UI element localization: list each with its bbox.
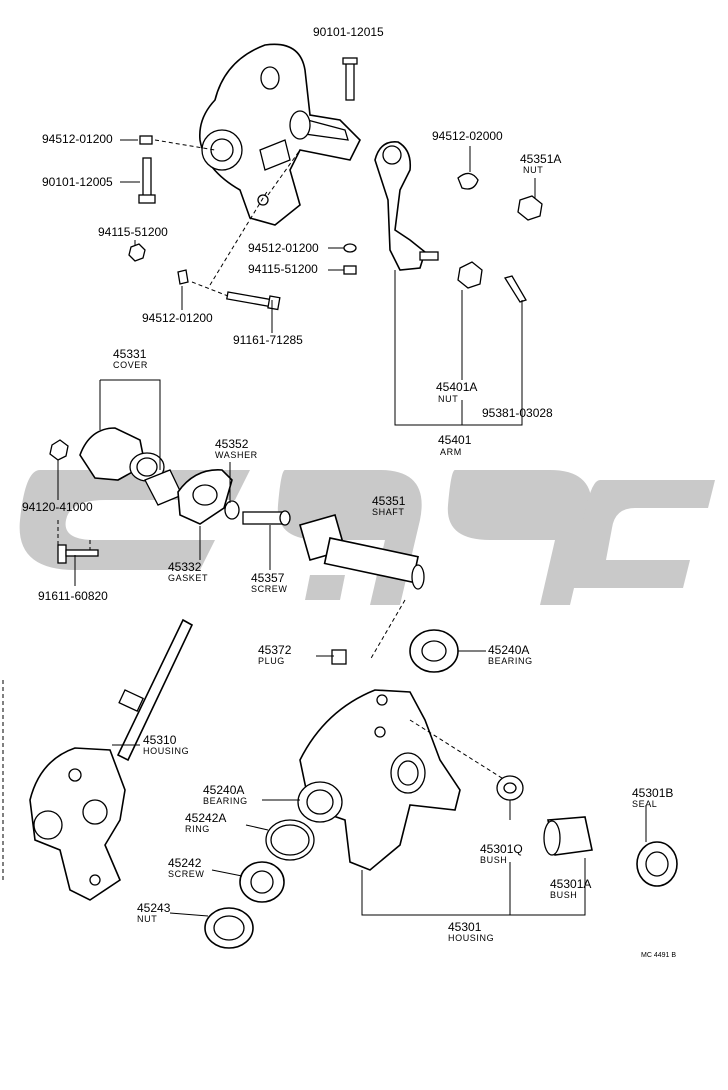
lock-nut-45243: [204, 907, 254, 949]
label-45401: 45401: [438, 433, 472, 447]
pitman-arm: [374, 141, 439, 271]
label-45242A-name: RING: [185, 824, 210, 834]
steering-column-assembly-45310: [29, 618, 194, 901]
label-45301Q: 45301Q: [480, 842, 523, 856]
label-45332: 45332: [168, 560, 202, 574]
label-94115-51200-b: 94115-51200: [248, 262, 318, 276]
bolt-90101-12005: [138, 157, 156, 204]
label-94512-01200-b: 94512-01200: [142, 311, 213, 325]
label-45401A-name: NUT: [438, 394, 458, 404]
bearing-45240A-upper: [409, 629, 459, 673]
label-94512-02000: 94512-02000: [432, 129, 503, 143]
adjust-screw-45242: [239, 861, 285, 903]
nut-94120-41000: [49, 439, 69, 461]
label-45401A: 45401A: [436, 380, 477, 394]
label-45242: 45242: [168, 856, 202, 870]
gasket-45332: [177, 469, 233, 525]
bush-45301A: [543, 816, 593, 856]
label-45301B-name: SEAL: [632, 799, 657, 809]
label-90101-12015: 90101-12015: [313, 25, 384, 39]
label-45352-name: WASHER: [215, 450, 258, 460]
label-45310: 45310: [143, 733, 177, 747]
label-45301: 45301: [448, 920, 482, 934]
label-45301Q-name: BUSH: [480, 855, 507, 865]
main-housing-45301: [297, 689, 461, 871]
label-45243-name: NUT: [137, 914, 157, 924]
plug-45372: [331, 649, 347, 665]
nut-94115-51200: [128, 243, 146, 262]
label-45242A: 45242A: [185, 811, 226, 825]
bush-45301Q: [496, 775, 524, 801]
bolt-91611-60820: [57, 544, 99, 564]
label-95381-03028: 95381-03028: [482, 406, 553, 420]
label-45301A: 45301A: [550, 877, 591, 891]
label-94512-01200-c: 94512-01200: [248, 241, 319, 255]
sector-shaft-45351: [299, 514, 425, 590]
label-91161-71285: 91161-71285: [233, 333, 303, 347]
screw-45357: [242, 510, 291, 526]
label-45351A-name: NUT: [523, 165, 543, 175]
label-45301A-name: BUSH: [550, 890, 577, 900]
label-45357-name: SCREW: [251, 584, 288, 594]
label-45240A-lower: 45240A: [203, 783, 244, 797]
label-45331-name: COVER: [113, 360, 148, 370]
watermark-logo: [19, 470, 715, 605]
label-45331: 45331: [113, 347, 147, 361]
label-45240A-upper-name: BEARING: [488, 656, 533, 666]
label-45310-name: HOUSING: [143, 746, 189, 756]
label-91611-60820: 91611-60820: [38, 589, 108, 603]
washer-94512-01200: [139, 135, 153, 145]
label-45301B: 45301B: [632, 786, 673, 800]
bolt-90101-12015: [342, 57, 358, 101]
label-45243: 45243: [137, 901, 171, 915]
label-45240A-lower-name: BEARING: [203, 796, 248, 806]
label-94512-01200-a: 94512-01200: [42, 132, 113, 146]
label-45242-name: SCREW: [168, 869, 205, 879]
washer-45352: [224, 500, 240, 520]
label-45240A-upper: 45240A: [488, 643, 529, 657]
upper-gear-housing: [198, 43, 361, 226]
label-45401-name: ARM: [440, 447, 462, 457]
label-45301-name: HOUSING: [448, 933, 494, 943]
label-45332-name: GASKET: [168, 573, 208, 583]
cover-45331: [79, 427, 165, 482]
diagram-code: MC 4491 B: [641, 952, 676, 959]
label-45357: 45357: [251, 571, 285, 585]
lock-washer-94512-02000: [457, 172, 479, 190]
label-45351-name: SHAFT: [372, 507, 405, 517]
cotter-pin-95381-03028: [503, 275, 527, 303]
nut-45351A: [517, 195, 543, 221]
seal-45301B: [636, 841, 678, 887]
label-45352: 45352: [215, 437, 249, 451]
label-94120-41000: 94120-41000: [22, 500, 93, 514]
nut-45401A: [457, 261, 483, 289]
label-94115-51200-a: 94115-51200: [98, 225, 168, 239]
label-45351: 45351: [372, 494, 406, 508]
label-45372-name: PLUG: [258, 656, 285, 666]
label-45351A: 45351A: [520, 152, 561, 166]
label-90101-12005: 90101-12005: [42, 175, 113, 189]
label-45372: 45372: [258, 643, 292, 657]
